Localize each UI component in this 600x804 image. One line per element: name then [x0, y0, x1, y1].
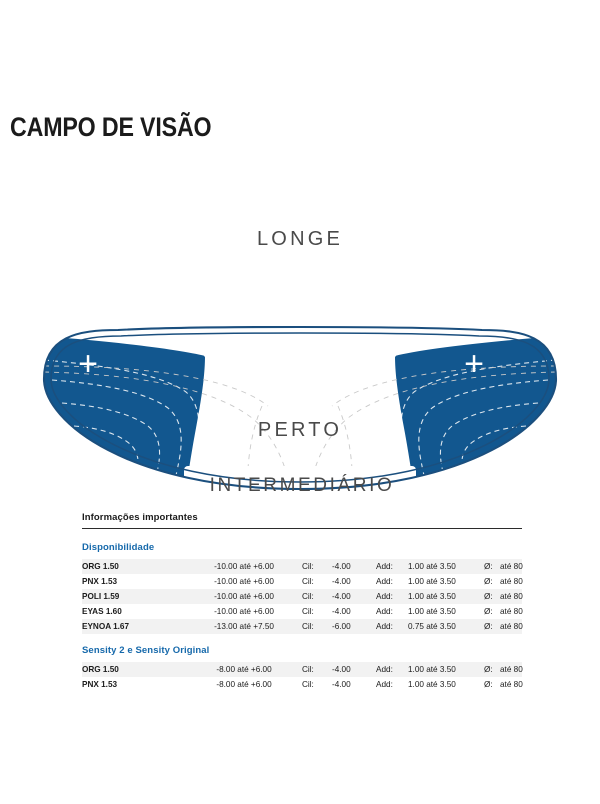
cell-dia: até 80 [500, 662, 523, 677]
cell-lens: EYAS 1.60 [82, 607, 122, 616]
table-row: PNX 1.53 -8.00 até +6.00 Cil: -4.00 Add:… [82, 677, 523, 692]
cell-lens: EYNOA 1.67 [82, 619, 186, 634]
cell-sphere: -8.00 até +6.00 [216, 680, 272, 689]
cell-dia-label: Ø: [484, 559, 500, 574]
cell-sphere: -13.00 até +7.50 [186, 619, 302, 634]
cell-add-label: Add: [376, 662, 408, 677]
cell-add-label: Add: [376, 619, 408, 634]
cell-add: 1.00 até 3.50 [408, 559, 484, 574]
cell-cil: -4.00 [332, 662, 376, 677]
cell-dia-label: Ø: [484, 577, 493, 586]
cell-cil: -4.00 [332, 589, 376, 604]
cell-dia: até 80 [500, 577, 523, 586]
cell-cil: -4.00 [332, 607, 351, 616]
cell-add: 0.75 até 3.50 [408, 619, 484, 634]
cell-add: 1.00 até 3.50 [408, 680, 456, 689]
cell-cil-label: Cil: [302, 589, 332, 604]
cell-lens: POLI 1.59 [82, 589, 186, 604]
availability-table: ORG 1.50 -10.00 até +6.00 Cil: -4.00 Add… [82, 559, 523, 634]
cell-cil-label: Cil: [302, 577, 314, 586]
table-row: ORG 1.50 -8.00 até +6.00 Cil: -4.00 Add:… [82, 662, 523, 677]
cell-sphere: -10.00 até +6.00 [214, 607, 274, 616]
cell-cil-label: Cil: [302, 680, 314, 689]
cell-dia: até 80 [500, 680, 523, 689]
cell-cil: -4.00 [332, 559, 376, 574]
cell-lens: PNX 1.53 [82, 680, 118, 689]
cell-sphere: -10.00 até +6.00 [186, 559, 302, 574]
lens-outline-inner [50, 332, 550, 483]
cell-cil: -4.00 [332, 680, 351, 689]
cell-add: 1.00 até 3.50 [408, 607, 456, 616]
intermediate-label-plate [184, 466, 416, 489]
sensity-table: ORG 1.50 -8.00 até +6.00 Cil: -4.00 Add:… [82, 662, 523, 692]
cell-cil-label: Cil: [302, 662, 332, 677]
cell-dia: até 80 [500, 619, 523, 634]
cell-dia-label: Ø: [484, 662, 500, 677]
cell-add-label: Add: [376, 607, 393, 616]
clear-corridor [200, 328, 400, 489]
zone-label-far: LONGE [257, 228, 343, 250]
cell-dia-label: Ø: [484, 680, 493, 689]
plus-marker-right-icon: + [464, 345, 484, 383]
info-heading: Informações importantes [82, 512, 198, 523]
aberration-zone-left [44, 336, 205, 489]
lens-outline-outer [42, 325, 558, 491]
cell-add-label: Add: [376, 589, 408, 604]
cell-lens: ORG 1.50 [82, 559, 186, 574]
cell-add: 1.00 até 3.50 [408, 662, 484, 677]
lens-body [44, 327, 556, 489]
table-row: ORG 1.50 -10.00 até +6.00 Cil: -4.00 Add… [82, 559, 523, 574]
table-row: EYAS 1.60 -10.00 até +6.00 Cil: -4.00 Ad… [82, 604, 523, 619]
cell-cil-label: Cil: [302, 559, 332, 574]
zone-label-near: PERTO [258, 419, 342, 441]
cell-dia: até 80 [500, 559, 523, 574]
cell-add: 1.00 até 3.50 [408, 589, 484, 604]
page-title: CAMPO DE VISÃO [10, 112, 212, 142]
cell-cil: -4.00 [332, 577, 351, 586]
cell-cil: -6.00 [332, 619, 376, 634]
cell-dia: até 80 [500, 607, 523, 616]
important-information-section: Informações importantes Disponibilidade … [82, 512, 523, 692]
cell-cil-label: Cil: [302, 619, 332, 634]
table-row: EYNOA 1.67 -13.00 até +7.50 Cil: -6.00 A… [82, 619, 523, 634]
group-heading-sensity: Sensity 2 e Sensity Original [82, 645, 210, 656]
cell-add: 1.00 até 3.50 [408, 577, 456, 586]
lens-diagram: LONGE INTERMEDIÁRIO PERTO + + [0, 160, 600, 500]
cell-add-label: Add: [376, 680, 393, 689]
table-row: POLI 1.59 -10.00 até +6.00 Cil: -4.00 Ad… [82, 589, 523, 604]
cell-sphere: -8.00 até +6.00 [186, 662, 302, 677]
info-divider [82, 528, 522, 529]
cell-add-label: Add: [376, 559, 408, 574]
cell-lens: PNX 1.53 [82, 577, 118, 586]
cell-lens: ORG 1.50 [82, 662, 186, 677]
cell-sphere: -10.00 até +6.00 [186, 589, 302, 604]
cell-dia: até 80 [500, 589, 523, 604]
plus-marker-left-icon: + [78, 345, 98, 383]
zone-label-intermediate: INTERMEDIÁRIO [210, 475, 395, 496]
group-heading-availability: Disponibilidade [82, 542, 155, 553]
cell-dia-label: Ø: [484, 589, 500, 604]
table-row: PNX 1.53 -10.00 até +6.00 Cil: -4.00 Add… [82, 574, 523, 589]
cell-cil-label: Cil: [302, 607, 314, 616]
cell-dia-label: Ø: [484, 619, 500, 634]
cell-sphere: -10.00 até +6.00 [214, 577, 274, 586]
cell-dia-label: Ø: [484, 607, 493, 616]
cell-add-label: Add: [376, 577, 393, 586]
contour-lines-clear [44, 365, 556, 489]
